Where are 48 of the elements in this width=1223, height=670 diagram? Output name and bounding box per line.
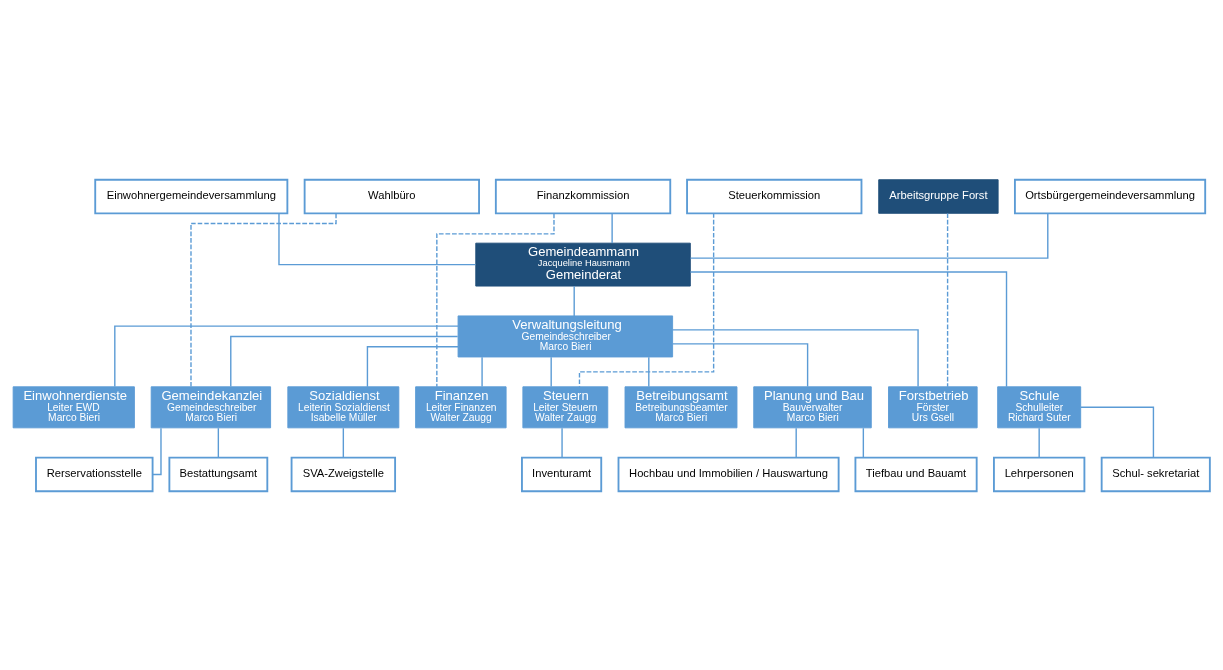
node-box: Steuerkommission [686, 178, 863, 214]
node-box: Einwohnerdienste Leiter EWD Marco Bieri [12, 385, 135, 428]
connector [561, 427, 563, 458]
connector [1038, 427, 1040, 458]
connector [550, 356, 552, 387]
node-box: SVA-Zweigstelle [290, 456, 397, 492]
node-box: Schule Schulleiter Richard Suter [997, 385, 1082, 428]
connector [862, 427, 865, 458]
connector [648, 356, 650, 387]
connector [366, 345, 459, 387]
node-box: Arbeitsgruppe Forst [878, 178, 999, 214]
connector [217, 427, 220, 458]
connector [481, 356, 483, 387]
connector [342, 427, 345, 458]
node-box: Rerservationsstelle [35, 456, 154, 492]
node-box: Finanzen Leiter Finanzen Walter Zaugg [415, 385, 507, 428]
connector [436, 212, 555, 387]
node-box: Sozialdienst Leiterin Sozialdienst Isabelle Müller [287, 385, 400, 428]
node-box: Planung und Bau Bauverwalter Marco Bieri [753, 385, 872, 428]
node-box: Finanzkommission [494, 178, 672, 214]
connector [689, 270, 1008, 387]
connector [573, 284, 575, 317]
node-box: Tiefbau und Bauamt [854, 456, 978, 492]
connector [689, 212, 1049, 259]
connector [671, 328, 919, 387]
node-box: Forstbetrieb Förster Urs Gsell [888, 385, 978, 428]
node-box: Ortsbürgergemeindeversammlung [1013, 178, 1207, 214]
node-box: Steuern Leiter Steuern Walter Zaugg [522, 385, 609, 428]
connector [114, 324, 459, 387]
connector [278, 212, 477, 265]
node-box: Einwohnergemeindeversammlung [94, 178, 289, 214]
connector [671, 342, 809, 387]
node-box: Gemeindeammann Jacqueline Hausmann Gemeinderat [475, 242, 691, 287]
node-box: Hochbau und Immobilien / Hauswartung [617, 456, 840, 492]
node-box: Lehrpersonen [993, 456, 1086, 492]
node-box: Betreibungsamt Betreibungsbeamter Marco Bieri [624, 385, 738, 428]
connector [795, 427, 797, 458]
node-box: Wahlbüro [303, 178, 480, 214]
node-box: Schul- sekretariat [1100, 456, 1211, 492]
connector [611, 212, 613, 244]
connector [230, 335, 459, 387]
node-box: Bestattungsamt [168, 456, 269, 492]
node-box: Inventuramt [521, 456, 603, 492]
connector [946, 212, 949, 387]
connector [152, 427, 162, 475]
node-box: Gemeindekanzlei Gemeindeschreiber Marco Bieri [150, 385, 272, 428]
connector [1080, 406, 1155, 458]
node-box: Verwaltungsleitung Gemeindeschreiber Marco Bieri [457, 314, 674, 357]
